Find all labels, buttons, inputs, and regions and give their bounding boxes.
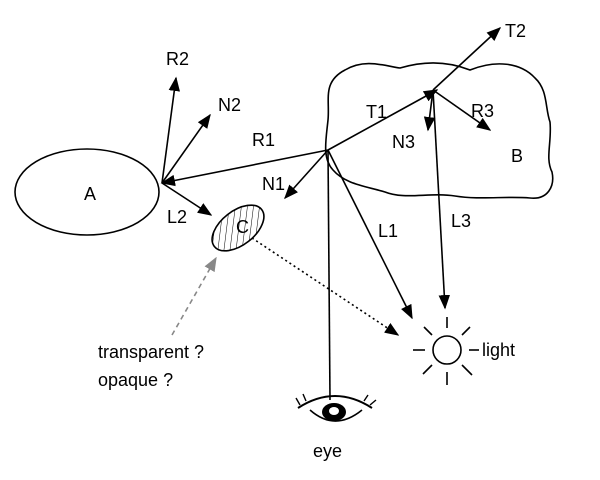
ray-t2-label: T2 [505,21,526,41]
ray-r1-label: R1 [252,130,275,150]
ray-n1-label: N1 [262,174,285,194]
ray-l3 [432,89,451,310]
ray-r3-label: R3 [471,101,494,121]
ray-l1-label: L1 [378,221,398,241]
ray-r2 [161,76,180,184]
ray-l3-label: L3 [451,211,471,231]
annotation-arrow [171,256,217,336]
ray-t1-label: T1 [366,102,387,122]
ray-l2 [161,182,213,216]
object-c-label: C [236,217,249,237]
object-a-label: A [84,184,96,204]
ray-n1 [284,149,329,200]
ray-r1 [160,149,329,187]
ray-r3 [432,89,492,131]
object-c-shape [211,204,265,252]
ray-n3 [423,89,436,132]
sun-icon [413,317,479,385]
shadow-ray-dotted [251,237,400,336]
light-label: light [482,340,515,360]
object-b-label: B [511,146,523,166]
ray-eye [327,149,331,401]
ray-n2 [161,113,211,184]
eye-label: eye [313,441,342,461]
eye-icon [295,393,377,422]
ray-n2-label: N2 [218,95,241,115]
ray-l2-label: L2 [167,207,187,227]
ray-r2-label: R2 [166,49,189,69]
annotation-opaque: opaque ? [98,370,173,390]
annotation-transparent: transparent ? [98,342,204,362]
ray-n3-label: N3 [392,132,415,152]
object-b-shape [324,62,554,199]
object-a-shape [14,148,160,236]
ray-t1 [327,89,439,151]
ray-l1 [327,149,413,320]
ray-t2 [432,27,502,91]
